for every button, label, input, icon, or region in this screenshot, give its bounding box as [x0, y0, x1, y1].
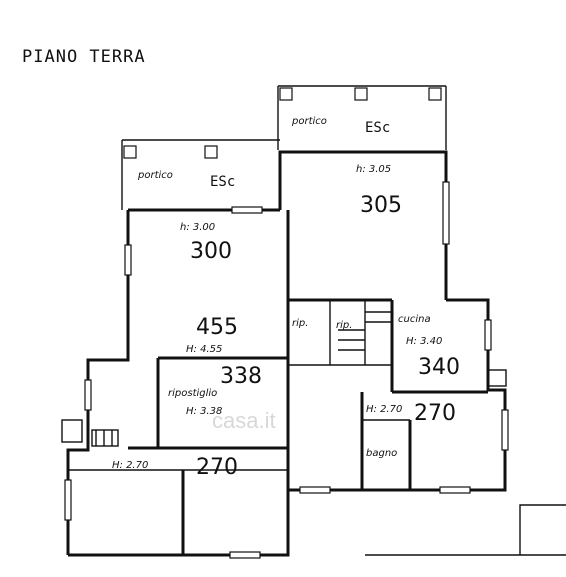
window-icon	[484, 319, 492, 351]
height-number: 340	[418, 355, 460, 380]
column-icon	[204, 145, 218, 159]
watermark: casa.it	[212, 408, 276, 433]
room-label-rip: rip.	[292, 318, 308, 329]
room-label-bagno: bagno	[366, 448, 397, 459]
height-number: 305	[360, 193, 402, 218]
window-icon	[84, 379, 92, 411]
column-icon	[428, 87, 442, 101]
exterior-box	[487, 369, 507, 387]
window-icon	[439, 486, 471, 494]
height-label: H: 2.70	[366, 404, 402, 415]
height-number: 455	[196, 315, 238, 340]
plan-title: PIANO TERRA	[22, 47, 146, 67]
window-icon	[231, 206, 263, 214]
exterior-box	[61, 419, 83, 443]
boundary-line	[519, 504, 566, 555]
portico-left	[121, 139, 280, 210]
portico-label: portico	[137, 170, 173, 181]
height-number: 300	[190, 239, 232, 264]
portico-right	[277, 85, 447, 150]
height-label: H: 2.70	[112, 460, 148, 471]
esc-label: ESc	[365, 120, 390, 136]
windows	[64, 181, 509, 559]
room-label-rip: rip.	[336, 320, 352, 331]
esc-label: ESc	[210, 174, 235, 190]
window-icon	[442, 181, 450, 245]
window-icon	[124, 244, 132, 276]
height-number: 338	[220, 364, 262, 389]
height-label: H: 4.55	[186, 344, 222, 355]
height-number: 270	[414, 401, 456, 426]
window-icon	[64, 479, 72, 521]
height-label: H: 3.40	[406, 336, 442, 347]
room-label-ripostiglio: ripostiglio	[168, 388, 217, 399]
interior-walls	[68, 210, 488, 555]
window-icon	[501, 409, 509, 451]
height-number: 270	[196, 455, 238, 480]
window-icon	[229, 551, 261, 559]
column-icon	[354, 87, 368, 101]
room-label-cucina: cucina	[398, 314, 431, 325]
height-label: h: 3.00	[180, 222, 215, 233]
stair-icon	[91, 300, 392, 447]
column-icon	[279, 87, 293, 101]
height-label: h: 3.05	[356, 164, 391, 175]
height-label: H: 3.38	[186, 406, 222, 417]
column-icon	[123, 145, 137, 159]
portico-label: portico	[291, 116, 327, 127]
window-icon	[299, 486, 331, 494]
